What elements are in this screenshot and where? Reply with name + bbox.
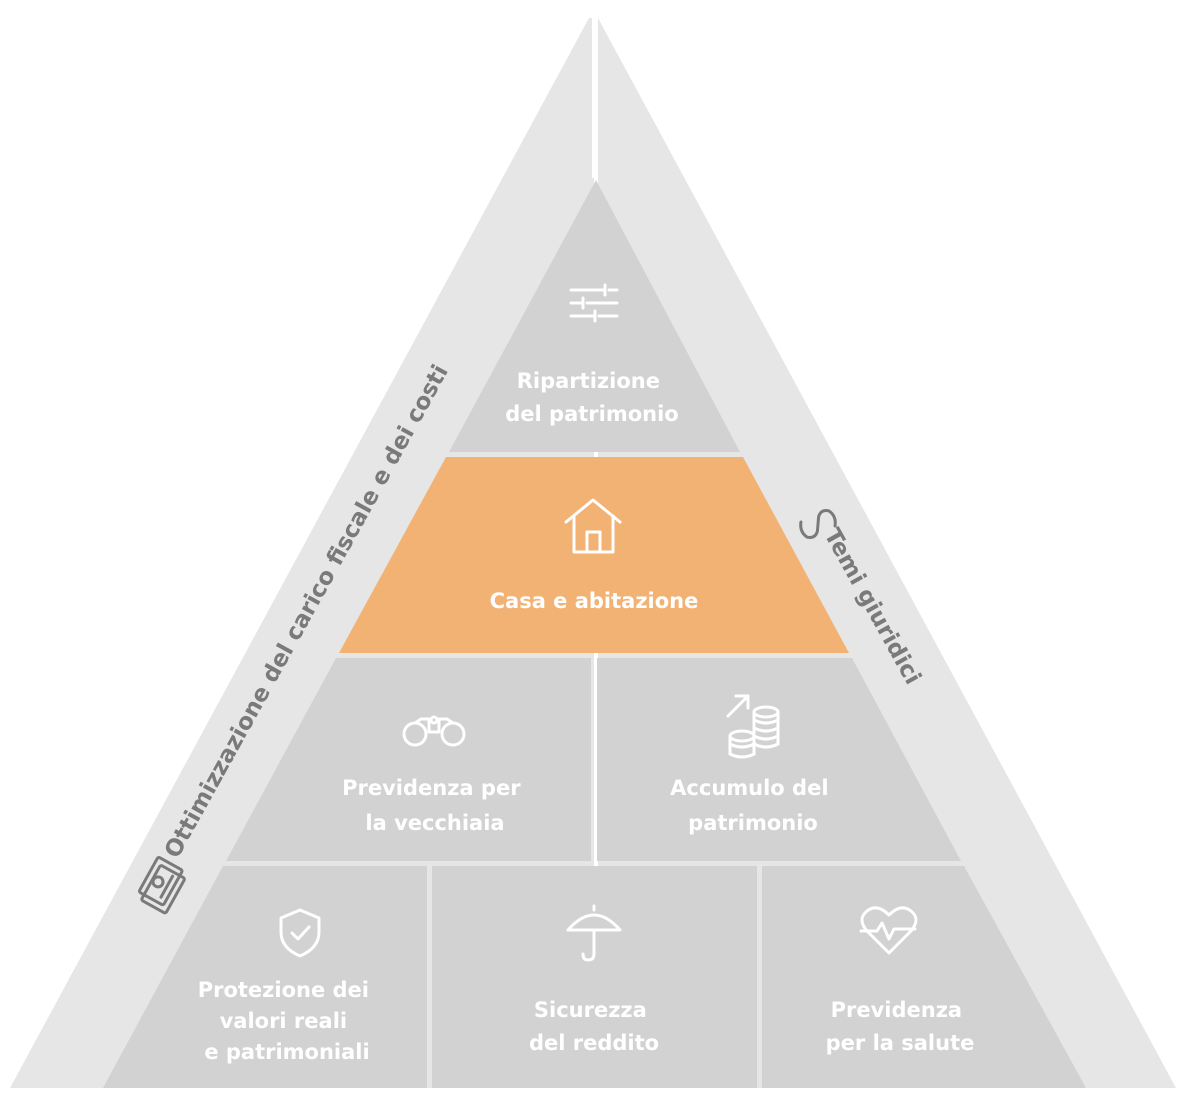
segment-left-line2: la vecchiaia [365,811,504,835]
segment-left[interactable] [226,658,591,861]
segment-bottom-right[interactable] [762,866,1086,1088]
binoculars-icon [402,715,466,747]
segment-bottom-left-line1: Protezione dei [198,978,369,1002]
paragraph-icon [799,508,837,540]
coins-growth-icon [726,694,780,759]
segment-bottom-right-line1: Previdenza [831,998,963,1022]
house-icon [564,498,622,554]
heart-pulse-icon [859,906,918,955]
segment-bottom-right-line2: per la salute [826,1031,975,1055]
segment-bottom-left-label: Protezione dei valori reali e patrimonia… [198,978,377,1064]
segment-bottom-center[interactable] [432,866,757,1088]
segment-bottom-left-line3: e patrimoniali [204,1040,369,1064]
segment-middle-line1: Casa e abitazione [490,589,699,613]
shield-check-icon [279,908,321,958]
segment-right-line2: patrimonio [688,811,818,835]
tax-document-icon [138,856,186,915]
segment-middle-label: Casa e abitazione [490,589,699,613]
segment-top-label: Ripartizione del patrimonio [505,369,678,426]
segment-right-label: Accumulo del patrimonio [670,776,836,835]
segment-top-line1: Ripartizione [517,369,660,393]
sliders-icon [569,283,619,323]
segment-left-line1: Previdenza per [342,776,521,800]
umbrella-icon [566,904,622,962]
segment-top-line2: del patrimonio [505,402,678,426]
segment-bottom-center-label: Sicurezza del reddito [529,998,659,1055]
segment-bottom-left-line2: valori reali [220,1009,348,1033]
segment-middle[interactable] [339,457,849,653]
segment-left-label: Previdenza per la vecchiaia [342,776,528,835]
segment-right-line1: Accumulo del [670,776,828,800]
segment-bottom-center-line1: Sicurezza [534,998,647,1022]
segment-right[interactable] [597,658,961,861]
segment-bottom-right-label: Previdenza per la salute [826,998,975,1055]
segment-bottom-left[interactable] [103,866,427,1088]
segment-bottom-center-line2: del reddito [529,1031,659,1055]
